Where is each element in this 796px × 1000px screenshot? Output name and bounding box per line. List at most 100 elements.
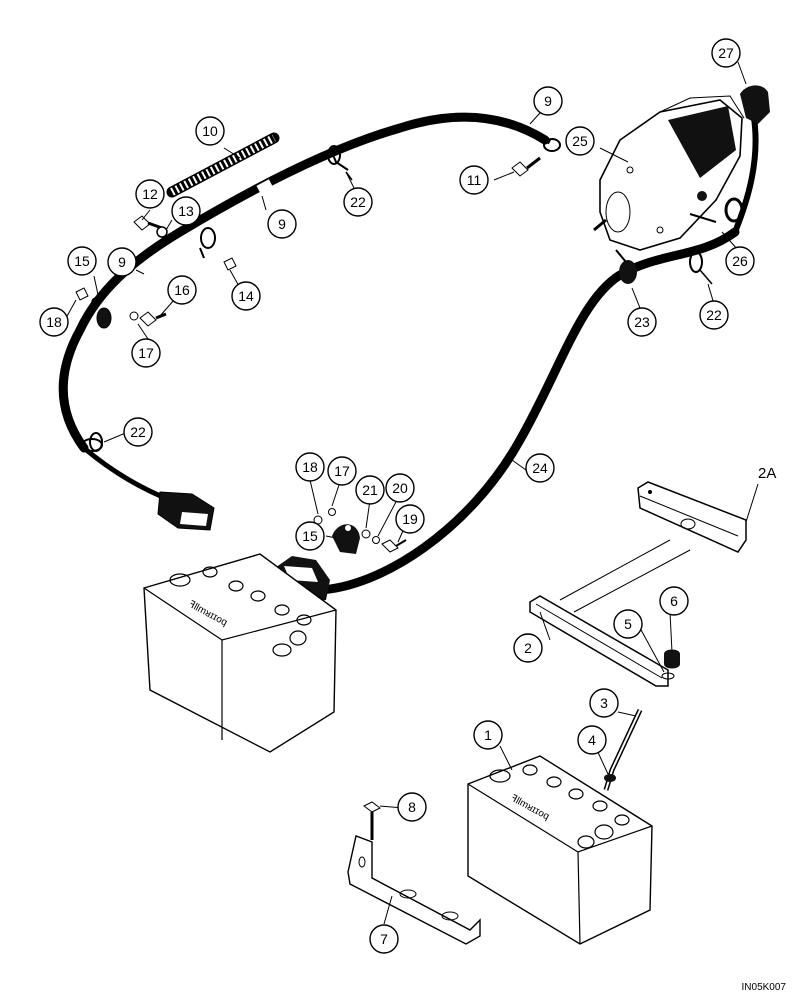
callout-13: 13 — [171, 196, 201, 226]
clamp-9-middle — [199, 227, 216, 259]
clamp-23 — [615, 249, 637, 284]
callout-18: 18 — [295, 452, 325, 482]
holddown-bar-2 — [529, 595, 669, 687]
callout-18: 18 — [39, 307, 69, 337]
callout-label: 22 — [706, 307, 722, 323]
nut-14 — [223, 257, 237, 271]
callout-label: 20 — [392, 480, 408, 496]
callout-label: 18 — [302, 459, 318, 475]
clamp-22-upper — [327, 145, 353, 181]
callout-label: 17 — [334, 463, 350, 479]
callout-label: 24 — [532, 460, 548, 476]
clamp-22-lower — [89, 432, 103, 452]
callout-label: 19 — [402, 511, 418, 527]
nut-13 — [156, 226, 168, 238]
bolt-16 — [139, 311, 167, 327]
callout-11: 11 — [459, 165, 489, 195]
callout-6: 6 — [659, 586, 689, 616]
callout-label: 26 — [732, 253, 748, 269]
jbolt-3 — [603, 708, 643, 791]
callout-23: 23 — [627, 307, 657, 337]
battery-left: ꟻllmᴚɪɪoq — [143, 553, 337, 753]
callout-label: 9 — [544, 93, 552, 109]
starter-motor — [593, 95, 745, 251]
callout-19: 19 — [395, 504, 425, 534]
callout-12: 12 — [135, 179, 165, 209]
callout-14: 14 — [231, 281, 261, 311]
washer-5 — [661, 672, 675, 680]
callout-8: 8 — [397, 792, 427, 822]
callout-label: 11 — [467, 172, 482, 188]
callout-5: 5 — [613, 609, 643, 639]
cable-24 — [313, 227, 740, 595]
callout-22: 22 — [699, 300, 729, 330]
callout-label: 2 — [524, 640, 532, 656]
callout-9: 9 — [107, 247, 137, 277]
callout-label: 15 — [302, 528, 318, 544]
callout-22: 22 — [343, 187, 373, 217]
hardware-group-center — [313, 508, 407, 554]
label-2A: 2A — [758, 465, 776, 482]
callout-22: 22 — [123, 417, 153, 447]
callout-label: 5 — [624, 616, 632, 632]
callout-label: 8 — [408, 799, 416, 815]
callout-label: 10 — [202, 123, 218, 139]
nut-4 — [604, 774, 616, 782]
bracket-7 — [347, 835, 481, 945]
callout-20: 20 — [385, 473, 415, 503]
callout-label: 4 — [588, 732, 596, 748]
callout-24: 24 — [525, 453, 555, 483]
callout-label: 9 — [278, 216, 286, 232]
bracket-2A — [637, 481, 747, 553]
callout-15: 15 — [67, 246, 97, 276]
callout-label: 27 — [718, 45, 734, 61]
callout-7: 7 — [369, 924, 399, 954]
callout-label: 6 — [670, 593, 678, 609]
callout-26: 26 — [725, 246, 755, 276]
callout-3: 3 — [589, 688, 619, 718]
callout-label: 16 — [174, 282, 190, 298]
callout-label: 18 — [46, 314, 62, 330]
callout-2: 2 — [513, 633, 543, 663]
callout-17: 17 — [131, 338, 161, 368]
callout-1: 1 — [473, 720, 503, 750]
clamp-22-right — [689, 251, 713, 285]
washer-17 — [129, 311, 139, 321]
callout-label: 23 — [634, 314, 650, 330]
callout-15: 15 — [295, 521, 325, 551]
callout-label: 25 — [572, 133, 588, 149]
callout-27: 27 — [711, 38, 741, 68]
callout-label: 22 — [130, 424, 146, 440]
callout-4: 4 — [577, 725, 607, 755]
nut-18 — [75, 287, 89, 301]
callout-label: 15 — [74, 253, 90, 269]
boot-27 — [740, 85, 770, 124]
callout-label: 13 — [178, 203, 194, 219]
image-code: IN05K007 — [742, 982, 787, 993]
cable-9 — [58, 112, 550, 453]
callout-16: 16 — [167, 275, 197, 305]
callout-label: 9 — [118, 254, 126, 270]
nut-6 — [664, 649, 680, 669]
callout-label: 12 — [142, 186, 158, 202]
callout-9: 9 — [267, 209, 297, 239]
callout-10: 10 — [195, 116, 225, 146]
terminal-9-upper — [526, 127, 561, 152]
callout-label: 22 — [350, 194, 366, 210]
battery-right: ꟻllmᴚɪɪoq — [467, 755, 653, 945]
bolt-8 — [363, 801, 381, 840]
callout-label: 3 — [600, 695, 608, 711]
callout-25: 25 — [565, 126, 595, 156]
bolt-12 — [133, 215, 163, 231]
callout-21: 21 — [355, 475, 385, 505]
callout-label: 14 — [238, 288, 254, 304]
conduit-10 — [166, 132, 280, 198]
callout-label: 1 — [484, 727, 492, 743]
callout-17: 17 — [327, 456, 357, 486]
bolt-11 — [511, 156, 541, 177]
connector-block-left — [157, 491, 215, 531]
callout-label: 21 — [362, 482, 378, 498]
